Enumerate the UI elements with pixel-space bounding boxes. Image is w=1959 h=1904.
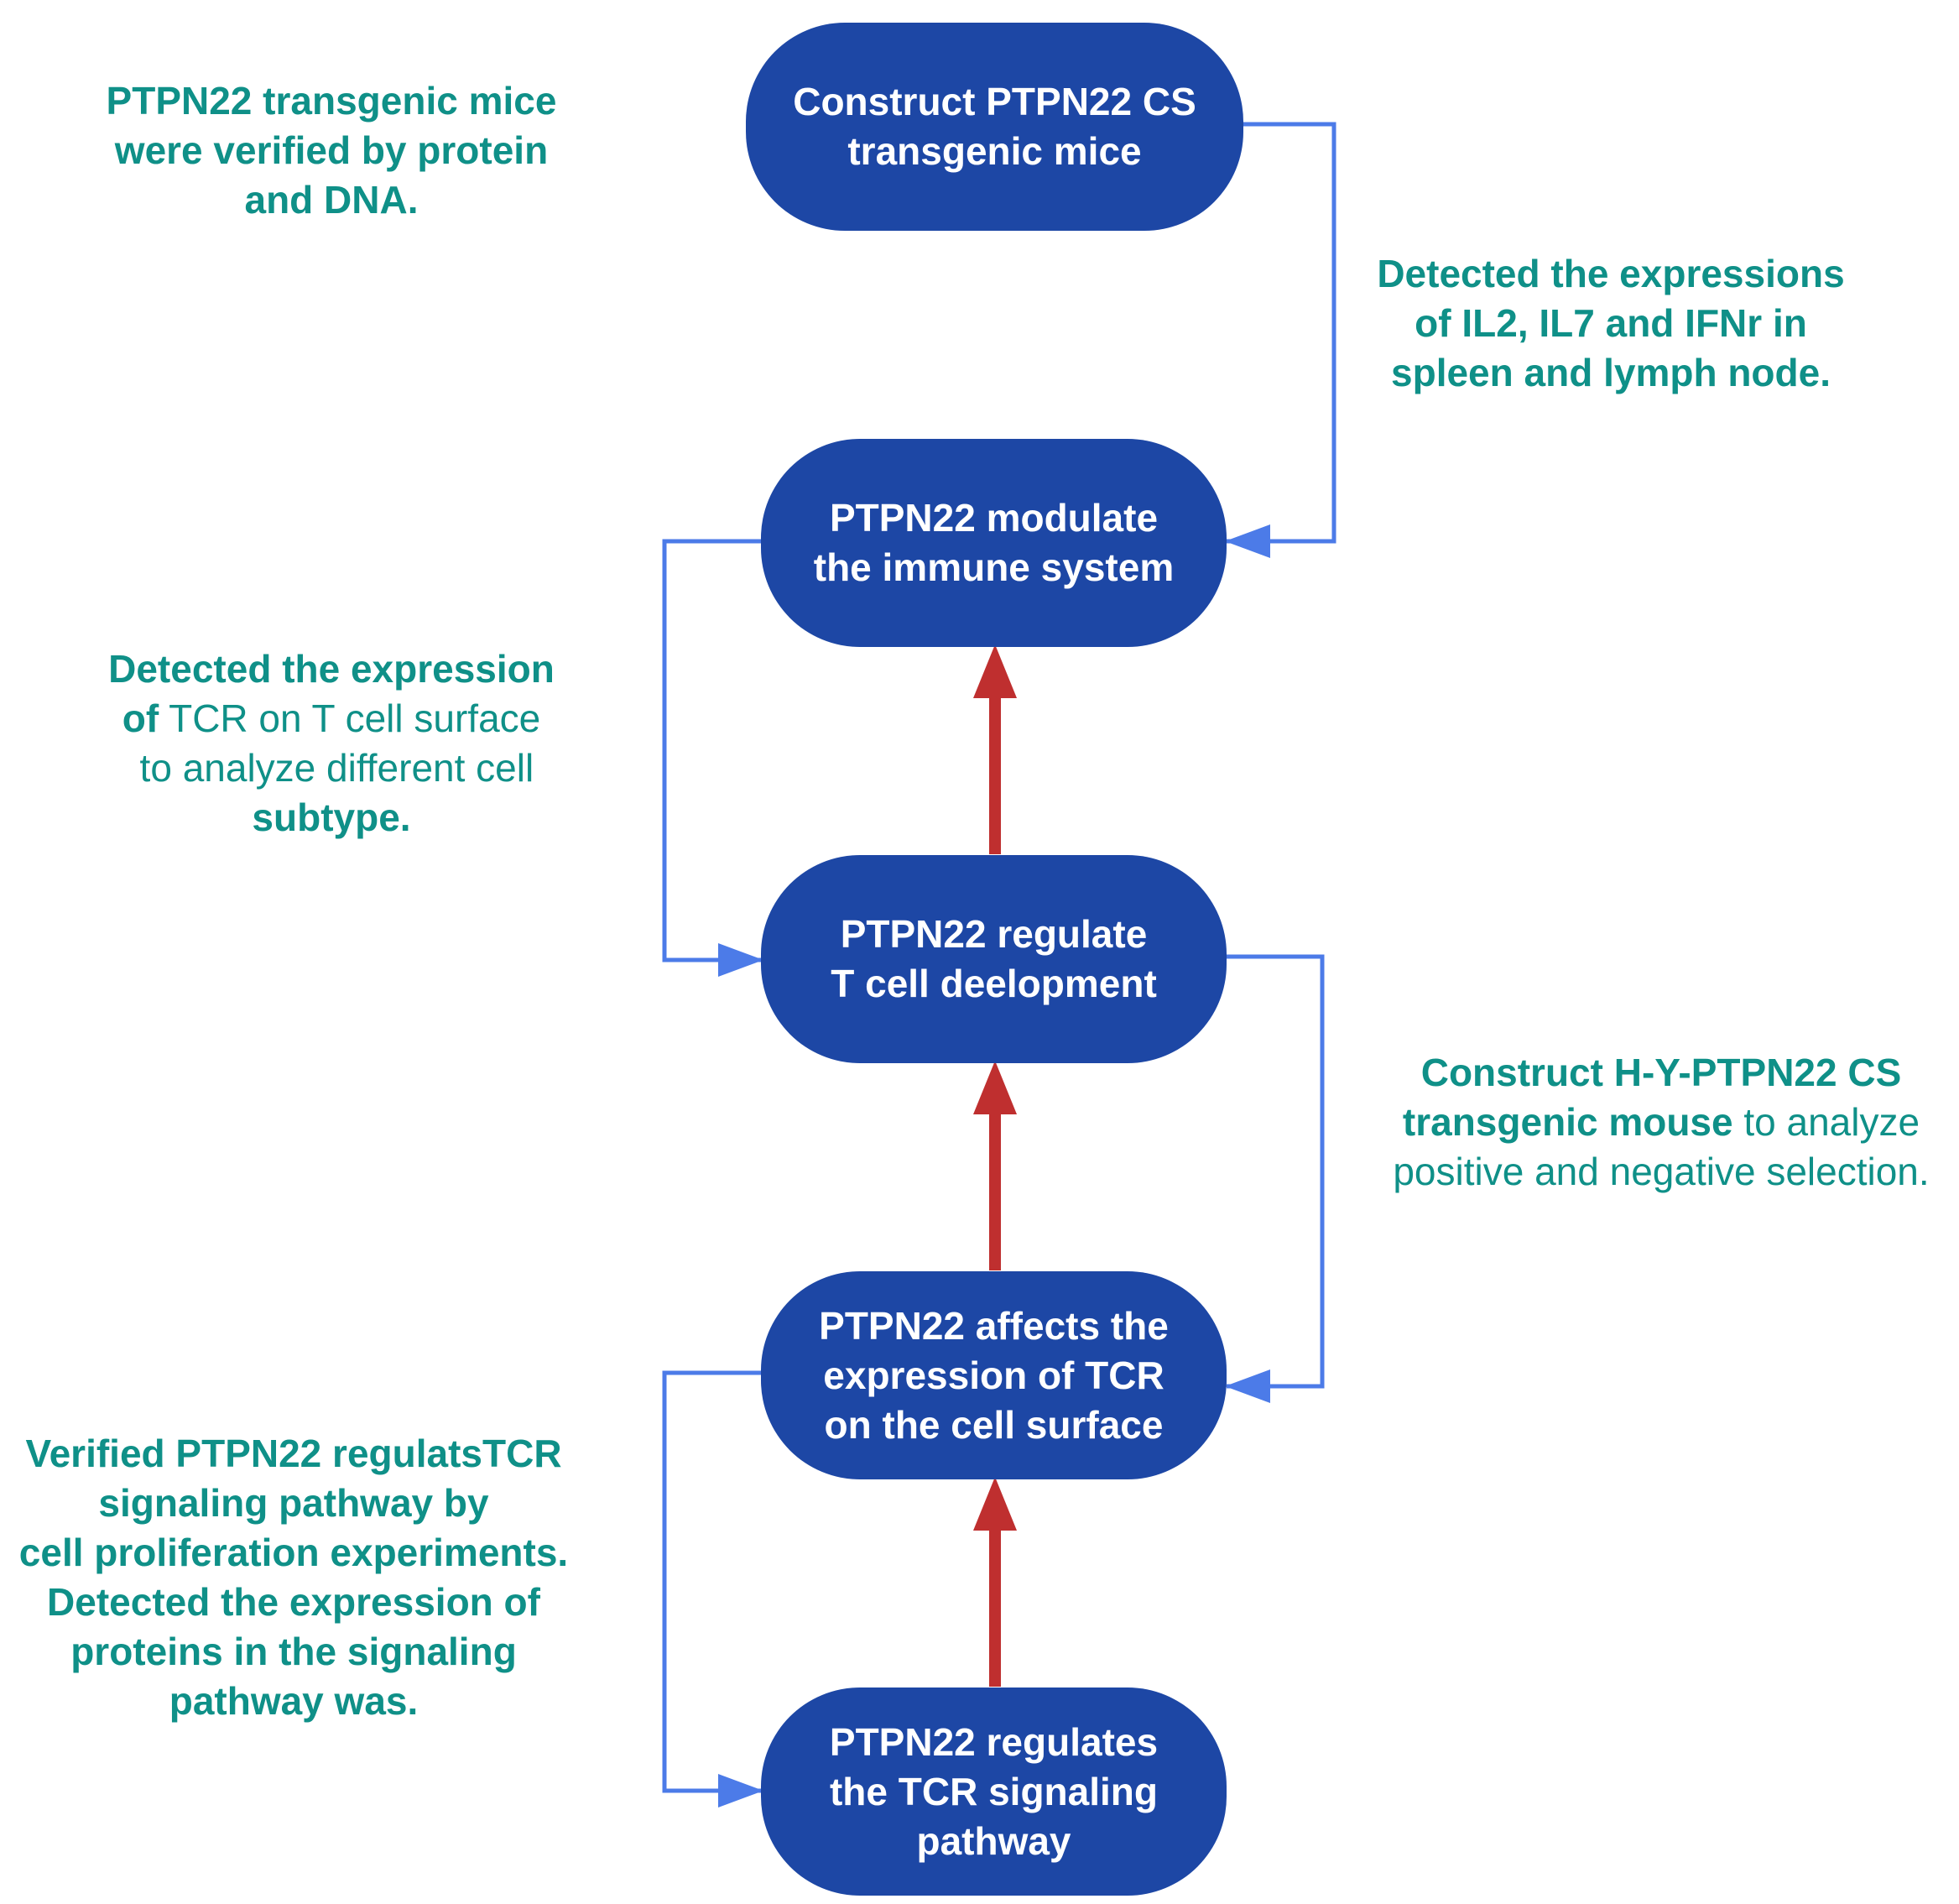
note-bold-fragment: of (122, 696, 159, 740)
note-line: Detected the expressions (1377, 252, 1845, 295)
connector-construct-to-modulate (1225, 122, 1336, 558)
node-regulates-tcr-signaling-label: PTPN22 regulates the TCR signaling pathw… (829, 1719, 1159, 1863)
note-construct-hy-mouse: Construct H-Y-PTPN22 CS transgenic mouse… (1376, 1048, 1946, 1197)
arrow-regulate-to-modulate (973, 644, 1017, 854)
note-line: Verified PTPN22 regulatsTCR (25, 1432, 562, 1475)
connector-affects-to-signaling (662, 1370, 763, 1807)
node-construct-transgenic-mice-label: Construct PTPN22 CS transgenic mice (793, 80, 1196, 173)
note-line: to analyze different cell (128, 746, 534, 790)
note-line: Detected the expression of (47, 1580, 540, 1624)
node-modulate-immune-system-label: PTPN22 modulate the immune system (813, 496, 1175, 589)
note-detected-il-expressions: Detected the expressions of IL2, IL7 and… (1342, 249, 1879, 398)
note-bold-fragment: transgenic mouse (1402, 1100, 1733, 1144)
note-detected-tcr-expression: Detected the expression of TCR on T cell… (59, 644, 604, 842)
node-affects-tcr-expression: PTPN22 affects the expression of TCR on … (761, 1271, 1227, 1479)
note-line: spleen and lymph node. (1391, 351, 1831, 394)
note-verified-transgenic-mice: PTPN22 transgenic mice were verified by … (59, 76, 604, 225)
node-regulates-tcr-signaling: PTPN22 regulates the TCR signaling pathw… (761, 1688, 1227, 1896)
note-line: cell proliferation experiments. (18, 1531, 569, 1574)
note-line: proteins in the signaling (70, 1630, 517, 1673)
note-line: of IL2, IL7 and IFNr in (1415, 301, 1807, 345)
note-line: PTPN22 transgenic mice (106, 79, 557, 123)
note-line: Construct H-Y-PTPN22 CS (1420, 1051, 1902, 1094)
note-line: were verified by protein (114, 128, 549, 172)
node-construct-transgenic-mice: Construct PTPN22 CS transgenic mice (746, 23, 1243, 231)
node-regulate-t-cell-development-label: PTPN22 regulate T cell deelopment (831, 912, 1157, 1005)
note-line: transgenic mouse to analyze (1376, 1098, 1946, 1147)
note-line: of TCR on T cell surface (59, 694, 604, 743)
note-line: positive and negative selection. (1393, 1150, 1930, 1193)
node-regulate-t-cell-development: PTPN22 regulate T cell deelopment (761, 855, 1227, 1063)
connector-modulate-to-regulate (662, 539, 763, 977)
note-fragment: to analyze (1732, 1100, 1920, 1144)
note-line: subtype. (252, 796, 411, 839)
arrow-signaling-to-affects (973, 1477, 1017, 1687)
note-line: signaling pathway by (98, 1481, 489, 1525)
node-affects-tcr-expression-label: PTPN22 affects the expression of TCR on … (819, 1303, 1169, 1447)
note-line: and DNA. (244, 178, 419, 222)
note-line: pathway was. (169, 1679, 419, 1723)
node-modulate-immune-system: PTPN22 modulate the immune system (761, 439, 1227, 647)
note-verified-tcr-signaling: Verified PTPN22 regulatsTCR signaling pa… (0, 1429, 587, 1726)
note-line: Detected the expression (108, 647, 555, 691)
connector-regulate-to-affects (1225, 954, 1325, 1403)
note-fragment: TCR on T cell surface (159, 696, 541, 740)
arrow-affects-to-regulate (973, 1061, 1017, 1270)
